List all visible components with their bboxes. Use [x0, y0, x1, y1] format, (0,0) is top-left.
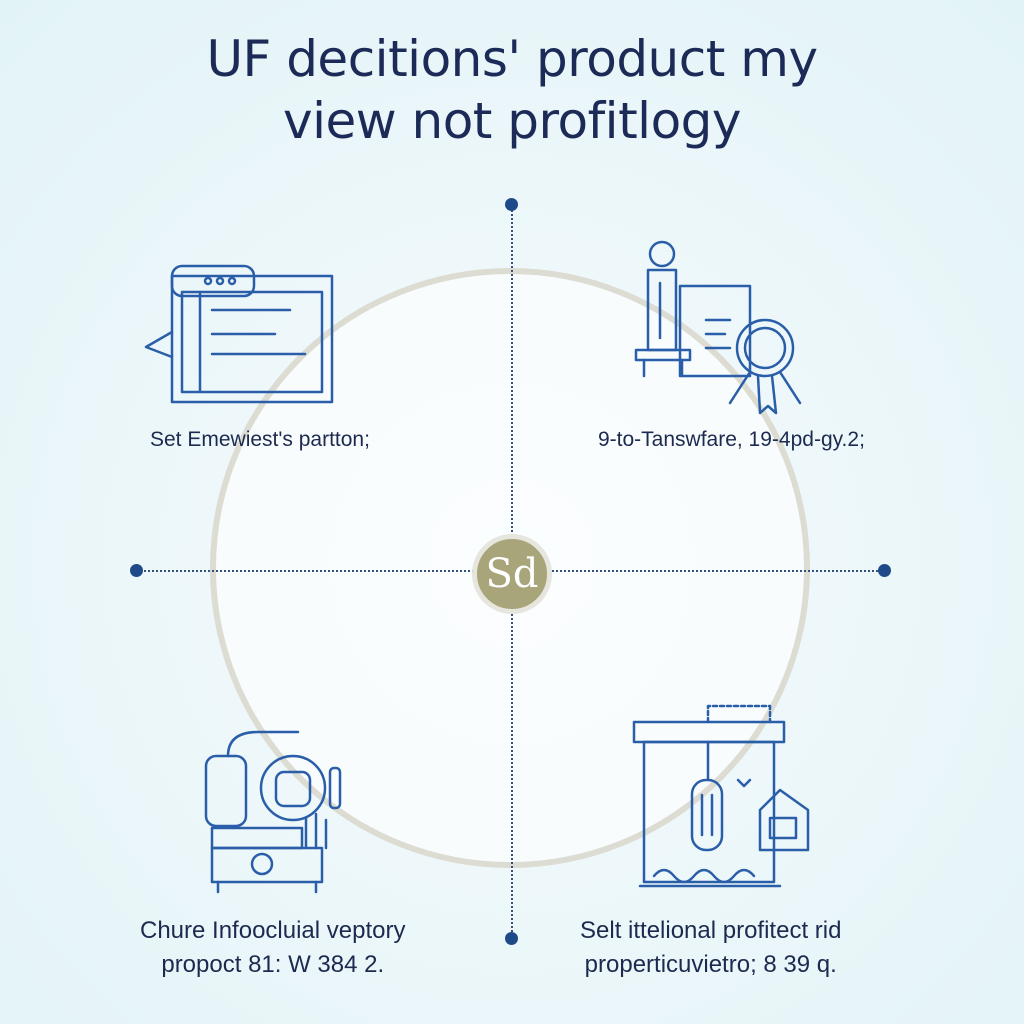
quadrant-4-label-line-1: Selt ittelional profitect rid [580, 917, 842, 944]
quadrant-3-label-line-2: propoct 81: W 384 2. [161, 951, 385, 978]
center-logo: Sd [472, 534, 552, 614]
machine-equipment-icon [204, 730, 342, 894]
axis-dot-top [505, 198, 518, 211]
title-line-2: view not profitlogy [282, 92, 742, 150]
quadrant-1-label: Set Emewiest's partton; [150, 428, 370, 451]
title-line-1: UF decitions' product my [206, 30, 818, 88]
page-title: UF decitions' product my view not profit… [0, 28, 1024, 152]
quadrant-3-label-line-1: Chure Infoocluial veptory [140, 917, 406, 944]
factory-house-icon [632, 704, 810, 888]
quadrant-3-label: Chure Infoocluial veptory propoct 81: W … [140, 914, 405, 982]
quadrant-4-label-line-2: properticuvietro; 8 39 q. [584, 951, 837, 978]
axis-dot-left [130, 564, 143, 577]
quadrant-2-label: 9-to-Tanswfare, 19-4pd-gy.2; [598, 428, 865, 451]
quadrant-4-label: Selt ittelional profitect rid properticu… [580, 914, 841, 982]
axis-dot-bottom [505, 932, 518, 945]
certificate-award-icon [634, 240, 802, 415]
browser-window-icon [144, 264, 334, 404]
axis-dot-right [878, 564, 891, 577]
